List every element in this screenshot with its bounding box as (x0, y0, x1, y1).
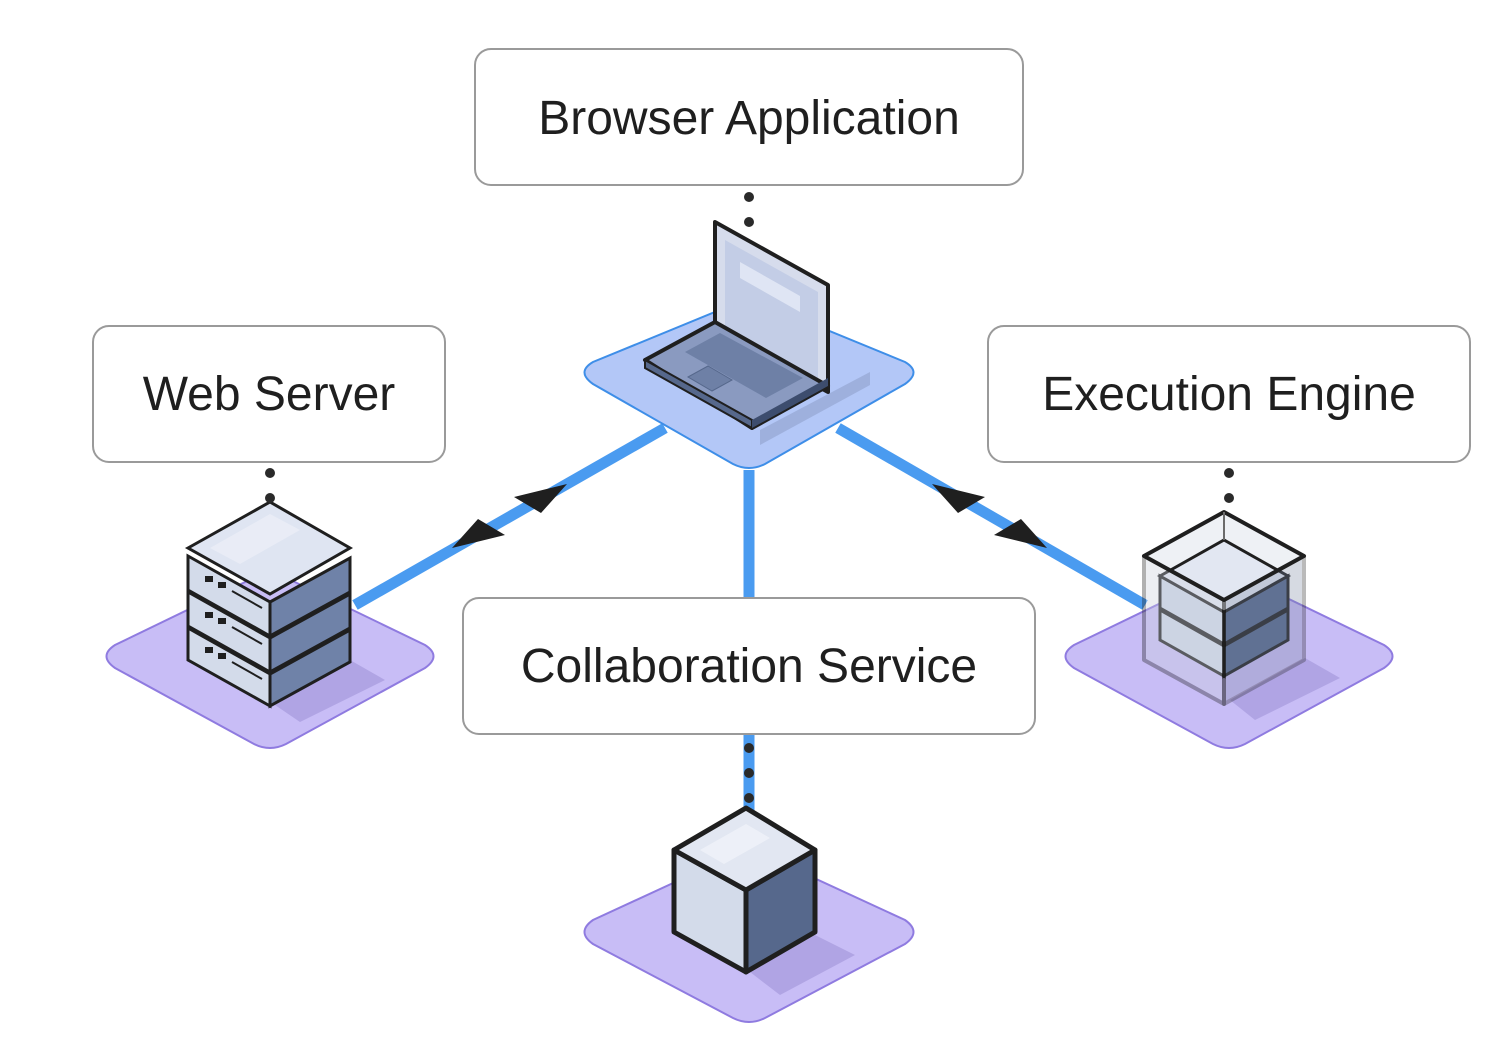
label-browser-text: Browser Application (538, 92, 960, 145)
label-collab-text: Collaboration Service (521, 640, 977, 693)
label-webserver: Web Server (92, 325, 446, 463)
arrow-to-browser-left (514, 484, 567, 513)
label-browser: Browser Application (474, 48, 1024, 186)
cube-icon (671, 805, 855, 995)
label-collab: Collaboration Service (462, 597, 1036, 735)
laptop-icon (643, 220, 870, 445)
arrow-to-engine (994, 519, 1047, 548)
container-icon (1142, 510, 1340, 720)
label-engine: Execution Engine (987, 325, 1471, 463)
edge-browser-engine (835, 423, 1148, 610)
connector-dots (265, 192, 1234, 803)
edge-browser-webserver (352, 423, 668, 610)
server-rack-icon (184, 500, 385, 722)
arrow-to-webserver (452, 519, 505, 548)
arrow-to-browser-right (932, 484, 985, 513)
arrowheads (452, 484, 1047, 548)
label-engine-text: Execution Engine (1042, 368, 1416, 421)
label-webserver-text: Web Server (143, 368, 396, 421)
